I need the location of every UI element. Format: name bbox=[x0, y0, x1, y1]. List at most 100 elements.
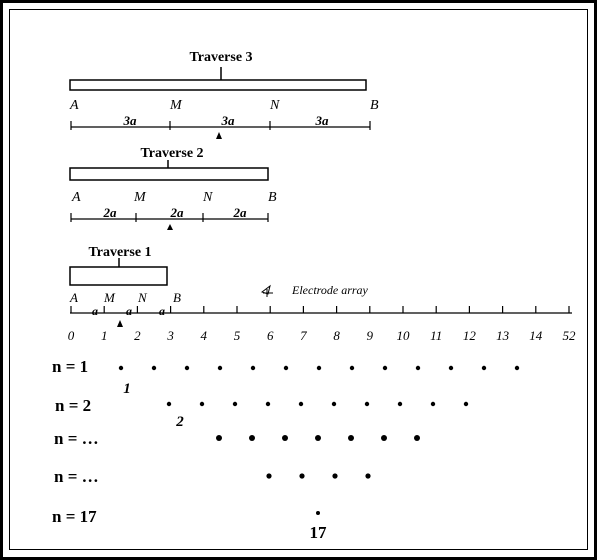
axis-tick-label: 11 bbox=[430, 328, 442, 343]
measurement-point bbox=[448, 365, 454, 371]
traverse-3-label: Traverse 3 bbox=[189, 50, 252, 65]
measurement-point bbox=[166, 401, 172, 407]
inner-frame bbox=[9, 9, 588, 550]
measurement-point bbox=[315, 435, 321, 441]
traverse-2-electrode-n: N bbox=[202, 190, 213, 205]
axis-tick-label: 14 bbox=[529, 328, 543, 343]
measurement-point bbox=[265, 401, 271, 407]
traverse-1-electrode-a: A bbox=[69, 290, 78, 305]
measurement-point bbox=[381, 435, 387, 441]
measurement-point bbox=[382, 365, 388, 371]
axis-tick-label: 9 bbox=[367, 328, 374, 343]
pseudosection-levels: n = 1 n = 2 n = … n = … n = 17 1 2 17 bbox=[52, 357, 520, 542]
traverse-2-spacing: 2a bbox=[103, 205, 118, 220]
axis-tick-label: 5 bbox=[234, 328, 241, 343]
measurement-point bbox=[364, 401, 370, 407]
traverse-3-midpoint-marker bbox=[216, 132, 222, 139]
traverse-1-electrode-m: M bbox=[103, 290, 116, 305]
axis-tick-label: 52 bbox=[563, 328, 577, 343]
level-marker-17: 17 bbox=[310, 523, 328, 542]
measurement-point bbox=[397, 401, 403, 407]
electrode-array-annotation: Electrode array bbox=[260, 283, 369, 297]
measurement-point bbox=[430, 401, 436, 407]
traverse-2-midpoint-marker bbox=[167, 224, 173, 230]
traverse-3-spacing: 3a bbox=[221, 113, 236, 128]
measurement-point bbox=[332, 473, 338, 479]
measurement-point bbox=[348, 435, 354, 441]
measurement-point bbox=[316, 365, 322, 371]
traverse-2-label: Traverse 2 bbox=[140, 146, 203, 161]
measurement-point bbox=[514, 365, 520, 371]
traverse-2-electrode-a: A bbox=[71, 190, 81, 205]
measurement-point bbox=[415, 365, 421, 371]
traverse-3-spacing: 3a bbox=[315, 113, 330, 128]
axis-tick-label: 7 bbox=[300, 328, 307, 343]
axis-tick-label: 6 bbox=[267, 328, 274, 343]
traverse-1-spacing: a bbox=[126, 304, 132, 318]
measurement-point bbox=[118, 365, 124, 371]
measurement-point bbox=[283, 365, 289, 371]
traverse-3-electrode-n: N bbox=[269, 98, 280, 113]
axis-tick-label: 8 bbox=[333, 328, 340, 343]
measurement-point bbox=[266, 473, 272, 479]
traverse-3: Traverse 3 A M N B 3a 3a 3a bbox=[69, 50, 379, 139]
level-label-n1: n = 1 bbox=[52, 357, 88, 376]
traverse-2-spacing: 2a bbox=[233, 205, 248, 220]
measurement-point bbox=[316, 511, 320, 515]
level-label-n4: n = … bbox=[54, 467, 99, 486]
electrode-array-label: Electrode array bbox=[291, 283, 369, 297]
axis-tick-label: 0 bbox=[68, 328, 75, 343]
traverse-3-bar bbox=[69, 79, 367, 91]
measurement-point bbox=[216, 435, 222, 441]
measurement-point bbox=[250, 365, 256, 371]
traverse-2-electrode-m: M bbox=[133, 190, 147, 205]
level-label-n2: n = 2 bbox=[55, 396, 91, 415]
electrode-icon bbox=[260, 284, 273, 297]
traverse-1-midpoint-marker bbox=[117, 320, 123, 327]
level-label-n17: n = 17 bbox=[52, 507, 97, 526]
measurement-point bbox=[217, 365, 223, 371]
traverse-3-electrode-a: A bbox=[69, 98, 79, 113]
measurement-point bbox=[349, 365, 355, 371]
axis-tick-label: 12 bbox=[463, 328, 477, 343]
traverse-1-bar bbox=[69, 266, 168, 286]
measurement-point bbox=[365, 473, 371, 479]
axis-tick-label: 3 bbox=[166, 328, 174, 343]
measurement-point bbox=[299, 473, 305, 479]
traverse-1: Traverse 1 A M N B a a a bbox=[69, 245, 181, 327]
traverse-1-electrode-b: B bbox=[173, 290, 181, 305]
measurement-point bbox=[232, 401, 238, 407]
traverse-1-electrode-n: N bbox=[137, 290, 148, 305]
measurement-point bbox=[184, 365, 190, 371]
measurement-point bbox=[249, 435, 255, 441]
axis-tick-label: 10 bbox=[397, 328, 411, 343]
axis-tick-label: 1 bbox=[101, 328, 108, 343]
axis-tick-label: 13 bbox=[496, 328, 510, 343]
traverse-3-spacing: 3a bbox=[123, 113, 138, 128]
traverse-2-electrode-b: B bbox=[268, 190, 277, 205]
measurement-point bbox=[298, 401, 304, 407]
traverse-1-spacing: a bbox=[159, 304, 165, 318]
level-marker-2: 2 bbox=[175, 414, 184, 430]
traverse-3-electrode-m: M bbox=[169, 98, 183, 113]
measurement-point bbox=[199, 401, 205, 407]
traverse-1-label: Traverse 1 bbox=[88, 245, 151, 260]
measurement-point bbox=[282, 435, 288, 441]
axis-tick-label: 2 bbox=[134, 328, 141, 343]
traverse-2: Traverse 2 A M N B 2a 2a 2a bbox=[69, 146, 277, 230]
traverse-2-bar bbox=[69, 167, 269, 181]
measurement-point bbox=[414, 435, 420, 441]
traverse-2-spacing: 2a bbox=[170, 205, 185, 220]
level-label-n3: n = … bbox=[54, 429, 99, 448]
traverse-1-spacing: a bbox=[92, 304, 98, 318]
traverse-3-electrode-b: B bbox=[370, 98, 379, 113]
measurement-point bbox=[481, 365, 487, 371]
measurement-point bbox=[151, 365, 157, 371]
level-marker-1: 1 bbox=[123, 381, 131, 397]
axis-tick-label: 4 bbox=[201, 328, 208, 343]
measurement-point bbox=[463, 401, 469, 407]
measurement-point bbox=[331, 401, 337, 407]
